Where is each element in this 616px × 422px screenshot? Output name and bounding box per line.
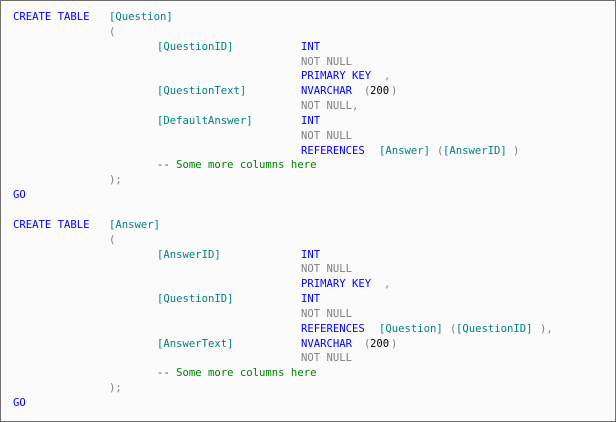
identifier-token: [QuestionText]	[157, 85, 247, 98]
identifier-token: [Answer]	[379, 144, 431, 157]
identifier-token: [AnswerText]	[157, 337, 234, 350]
keyword-token: INT	[301, 248, 321, 261]
punctuation-token: (	[109, 25, 116, 38]
comment-token: -- Some more columns here	[157, 367, 317, 380]
punctuation-token: NOT NULL	[301, 352, 353, 365]
punctuation-token: (	[437, 144, 444, 157]
punctuation-token: NOT NULL	[301, 129, 353, 142]
punctuation-token: (	[364, 337, 371, 350]
keyword-token: INT	[301, 114, 321, 127]
punctuation-token: )	[391, 85, 398, 98]
keyword-token: GO	[13, 189, 26, 202]
punctuation-token: ,	[384, 70, 391, 83]
punctuation-token: )	[391, 337, 398, 350]
identifier-token: [AnswerID]	[443, 144, 507, 157]
keyword-token: INT	[301, 293, 321, 306]
number-token: 200	[370, 337, 390, 350]
punctuation-token: (	[109, 233, 116, 246]
identifier-token: [QuestionID]	[456, 322, 533, 335]
identifier-token: [AnswerID]	[157, 248, 221, 261]
punctuation-token: (	[450, 322, 457, 335]
number-token: 200	[370, 85, 390, 98]
keyword-token: GO	[13, 396, 26, 409]
punctuation-token: NOT NULL,	[301, 100, 359, 113]
keyword-token: INT	[301, 40, 321, 53]
punctuation-token: ),	[540, 322, 553, 335]
punctuation-token: NOT NULL	[301, 55, 353, 68]
punctuation-token: )	[513, 144, 520, 157]
punctuation-token: );	[109, 174, 122, 187]
keyword-token: CREATE TABLE	[13, 11, 90, 23]
comment-token: -- Some more columns here	[157, 159, 317, 172]
identifier-token: [QuestionID]	[157, 293, 234, 306]
keyword-token: PRIMARY KEY	[301, 70, 372, 83]
keyword-token: CREATE TABLE	[13, 218, 90, 231]
keyword-token: REFERENCES	[301, 144, 365, 157]
identifier-token: [Answer]	[109, 218, 161, 231]
identifier-token: [Question]	[109, 11, 173, 23]
identifier-token: [DefaultAnswer]	[157, 114, 253, 127]
identifier-token: [QuestionID]	[157, 40, 234, 53]
keyword-token: REFERENCES	[301, 322, 365, 335]
identifier-token: [Question]	[379, 322, 443, 335]
punctuation-token: ,	[384, 278, 391, 291]
punctuation-token: NOT NULL	[301, 307, 353, 320]
keyword-token: NVARCHAR	[301, 85, 353, 98]
punctuation-token: );	[109, 382, 122, 395]
punctuation-token: (	[364, 85, 371, 98]
keyword-token: PRIMARY KEY	[301, 278, 372, 291]
punctuation-token: NOT NULL	[301, 263, 353, 276]
keyword-token: NVARCHAR	[301, 337, 353, 350]
